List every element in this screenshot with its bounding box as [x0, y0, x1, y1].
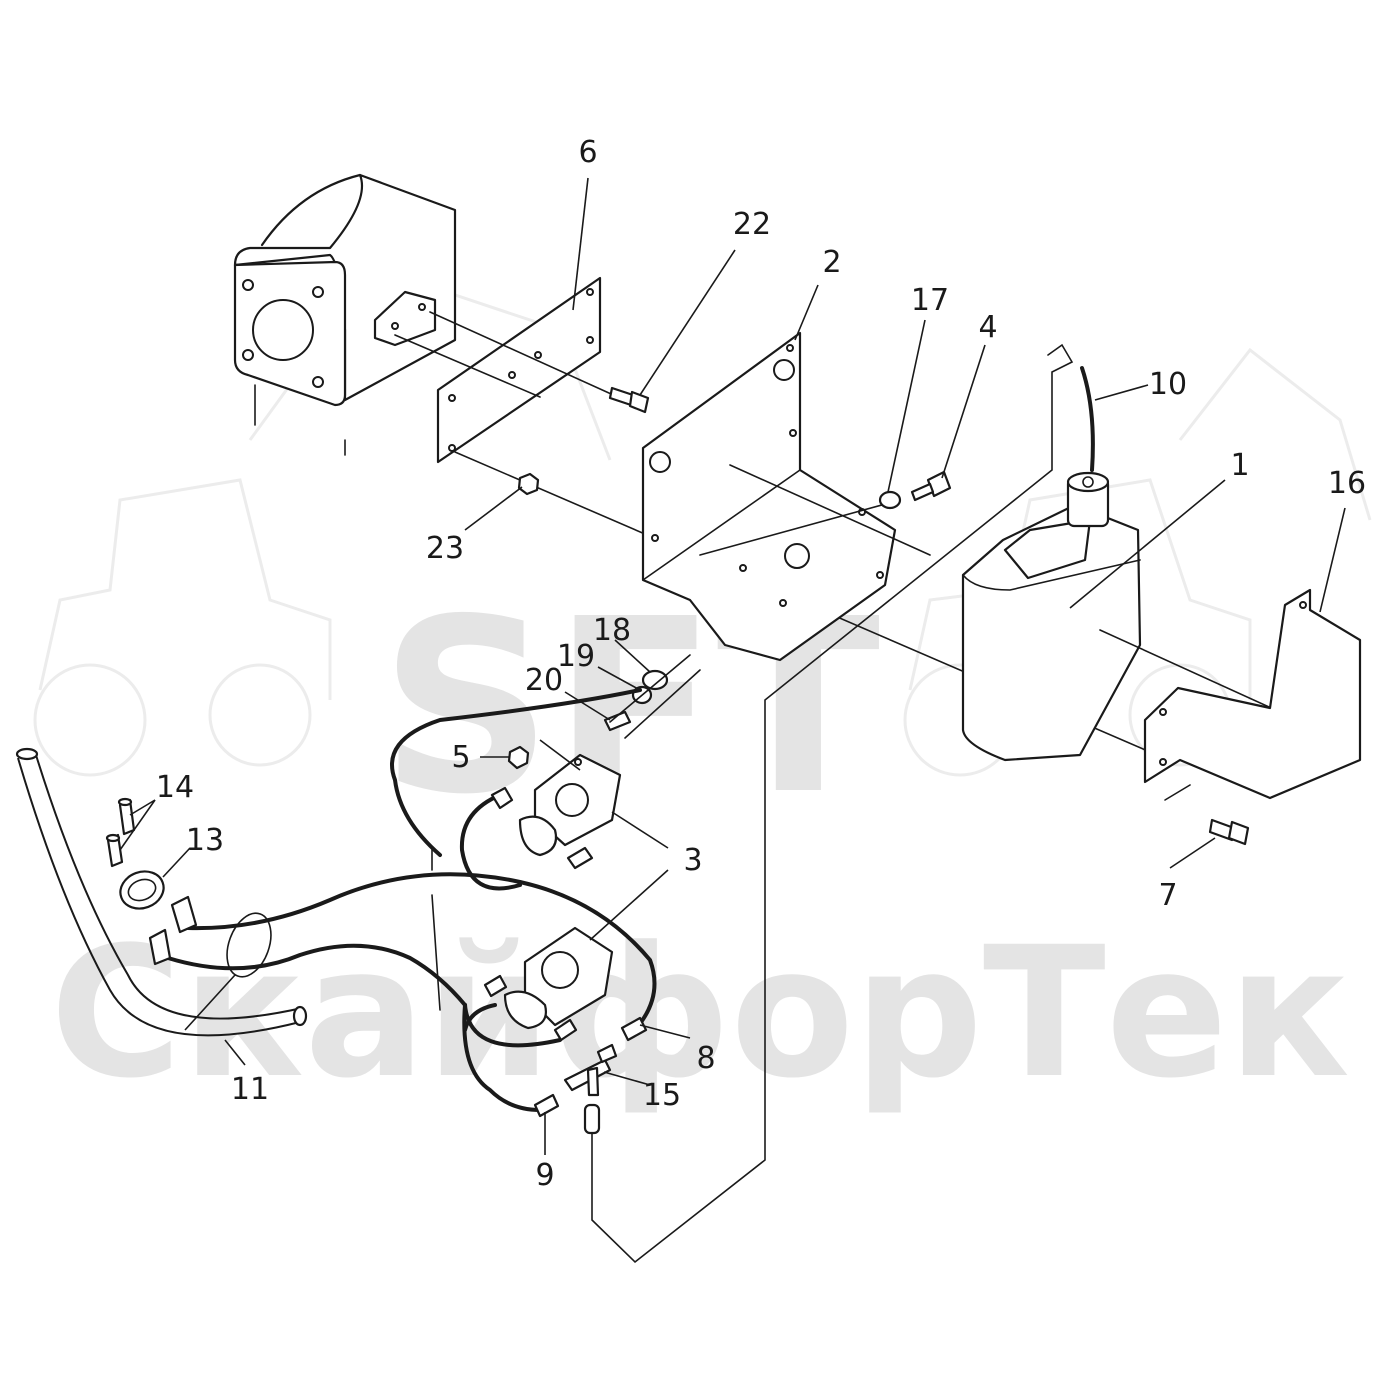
callout-17: 17 [911, 283, 949, 318]
gasket-plate [436, 276, 602, 464]
t-piece-15 [563, 1043, 618, 1135]
callout-22: 22 [733, 207, 771, 242]
hoses [166, 688, 657, 1112]
callout-10: 10 [1149, 367, 1187, 402]
washer-pump-upper [518, 753, 622, 857]
nozzle-bracket-13 [119, 870, 165, 910]
hose-clamp-ring [226, 912, 272, 978]
pump-housing [233, 173, 457, 456]
washer-pump-lower [503, 926, 614, 1030]
callout-16: 16 [1328, 466, 1366, 501]
callout-4: 4 [978, 310, 997, 345]
filler-guide-line [591, 343, 1074, 1264]
washer-17 [878, 490, 902, 510]
callout-5: 5 [451, 740, 470, 775]
mounting-bracket [641, 331, 897, 662]
callout-7: 7 [1158, 878, 1177, 913]
watermark: SFT СкайфорТек [33, 288, 1372, 1118]
callout-23: 23 [426, 531, 464, 566]
watermark-brand: СкайфорТек [50, 909, 1350, 1118]
callout-6: 6 [578, 135, 597, 170]
callout-14: 14 [156, 770, 194, 805]
callout-3a: 3 [683, 843, 702, 878]
leader-lines [119, 177, 1346, 1155]
callout-9: 9 [535, 1158, 554, 1193]
fitting-18 [641, 669, 669, 691]
bolt-7 [1164, 784, 1250, 846]
nozzles-14 [105, 797, 136, 868]
callout-20: 20 [525, 663, 563, 698]
callout-13: 13 [186, 823, 224, 858]
callout-2: 2 [822, 245, 841, 280]
nut-23 [517, 472, 540, 496]
bolt-22 [608, 386, 650, 414]
filler-tube-10 [1080, 366, 1095, 472]
bolt-4 [910, 470, 952, 502]
callout-19: 19 [557, 639, 595, 674]
reservoir-tank [961, 471, 1142, 762]
callout-15: 15 [643, 1078, 681, 1113]
nut-5 [507, 745, 530, 770]
hose-fittings [148, 786, 648, 1118]
callout-1: 1 [1230, 448, 1249, 483]
callout-18: 18 [593, 613, 631, 648]
callout-8: 8 [696, 1041, 715, 1076]
outlet-tube-11 [15, 747, 308, 1037]
callout-11: 11 [231, 1072, 269, 1107]
tank-strap [1143, 588, 1362, 800]
callouts: 1 2 3 3 4 5 6 7 8 9 10 11 13 14 15 16 17… [156, 135, 1366, 1193]
